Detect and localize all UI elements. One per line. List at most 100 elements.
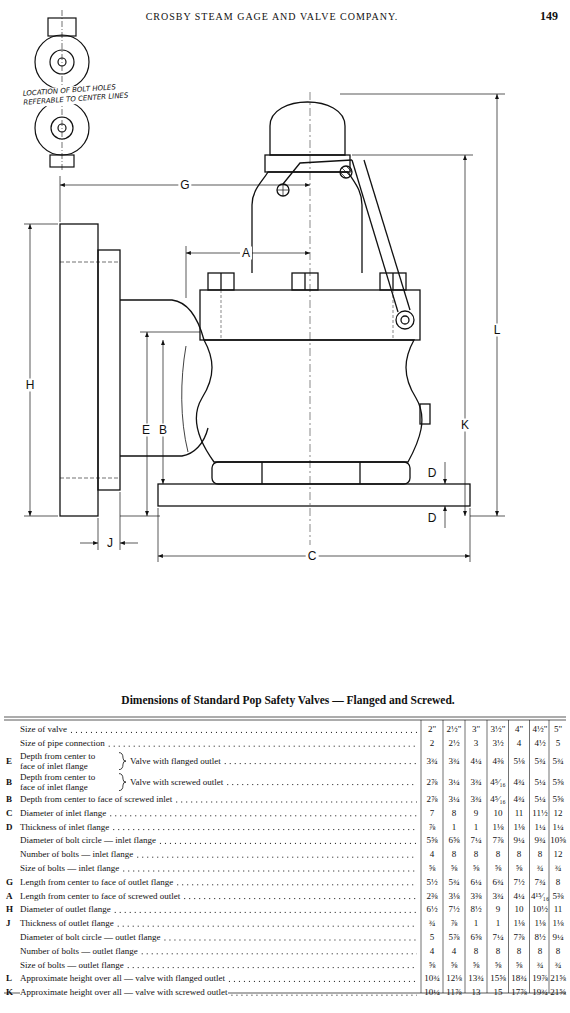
table-row-letter: C — [6, 808, 13, 819]
dot-leader — [137, 857, 417, 858]
table-value: ⅝ — [516, 863, 523, 874]
table-value: 3¾ — [470, 794, 481, 805]
column-rule — [508, 720, 509, 993]
table-value: 3¾ — [492, 891, 503, 902]
table-value: 5¾ — [552, 756, 563, 767]
table-value: 8 — [556, 877, 561, 888]
table-value: ⅝ — [473, 960, 480, 971]
table-value: 10¼ — [424, 987, 440, 998]
table-value: ⅝ — [429, 863, 436, 874]
table-row-letter: B — [6, 794, 12, 805]
table-value: 4½ — [534, 738, 545, 749]
bolt-hole-note: LOCATION OF BOLT HOLES REFERABLE TO CENT… — [22, 82, 133, 108]
dimension-letter: D — [426, 512, 439, 525]
row-description: Depth from center to face of screwed inl… — [20, 794, 173, 805]
dimension-letter: B — [157, 424, 169, 437]
row-description: Approximate height over all — valve with… — [20, 973, 226, 984]
table-value: 18¾ — [511, 973, 527, 984]
table-value: 5 — [556, 738, 561, 749]
table-value: 1⅛ — [513, 918, 524, 929]
dimension-letter: E — [140, 424, 152, 437]
dot-leader — [142, 953, 417, 954]
table-value: 8 — [452, 808, 457, 819]
table-value: ⅞ — [429, 822, 436, 833]
table-value: 17⅞ — [511, 987, 527, 998]
table-value: 5⅝ — [426, 835, 437, 846]
table-value: 4¾ — [513, 777, 524, 788]
table-value: ⅝ — [451, 960, 458, 971]
table-value: 15 — [494, 987, 503, 998]
column-rule — [529, 720, 530, 993]
table-value: 10 — [515, 904, 524, 915]
table-value: 1⅛ — [552, 918, 563, 929]
table-value: 8½ — [534, 932, 545, 943]
brace — [119, 753, 126, 770]
table-value: ⅞ — [451, 918, 458, 929]
row-description: Size of valve — [20, 724, 68, 735]
dot-leader — [123, 871, 417, 872]
table-value: 10 — [494, 808, 503, 819]
table-value: 8 — [538, 849, 543, 860]
table-value: 12 — [554, 849, 563, 860]
table-value: 11 — [554, 904, 563, 915]
table-value: 1 — [474, 822, 479, 833]
table-value: 3½ — [492, 738, 503, 749]
row-subcase: Valve with screwed outlet — [130, 777, 224, 788]
dot-leader — [115, 912, 417, 913]
table-value: 4 — [452, 946, 457, 957]
row-description: Number of bolts — outlet flange — [20, 946, 139, 957]
table-value: ¾ — [429, 918, 436, 929]
table-value: 19⅞ — [532, 973, 548, 984]
dot-leader — [110, 815, 417, 816]
table-value: 2½ — [448, 738, 459, 749]
table-value: 8 — [496, 849, 501, 860]
row-description: Size of bolts — outlet flange — [20, 960, 125, 971]
table-value: 7 — [430, 808, 435, 819]
row-description: Number of bolts — inlet flange — [20, 849, 134, 860]
table-value: 5⅝ — [552, 777, 563, 788]
table-value: 1⅛ — [513, 822, 524, 833]
table-value: 7¼ — [492, 932, 503, 943]
dot-leader — [176, 802, 417, 803]
table-value: 1 — [452, 822, 457, 833]
table-value: 3½" — [491, 724, 506, 735]
table-value: 2⅞ — [426, 794, 437, 805]
dimension-letter: A — [240, 247, 252, 260]
table-value: 11½ — [532, 808, 547, 819]
column-rule — [421, 720, 422, 993]
table-value: 4 — [430, 946, 435, 957]
table-value: ⅝ — [495, 960, 502, 971]
table-value: 5⅝ — [552, 794, 563, 805]
table-title: Dimensions of Standard Pop Safety Valves… — [121, 694, 454, 706]
dimension-letter: J — [105, 537, 115, 550]
dot-leader — [231, 995, 417, 996]
table-value: 2½" — [447, 724, 462, 735]
table-value: 13 — [472, 987, 481, 998]
dot-leader — [184, 898, 417, 899]
table-value: ¾ — [537, 863, 544, 874]
table-value: 1¼ — [552, 822, 563, 833]
table-row-letter: G — [6, 877, 13, 888]
table-rules — [4, 717, 566, 993]
table-value: 4" — [515, 724, 523, 735]
table-row-letter: A — [6, 891, 13, 902]
table-value: 12 — [554, 808, 563, 819]
column-rule — [549, 720, 550, 993]
table-value: 2 — [430, 738, 435, 749]
table-value: 11⅞ — [446, 987, 461, 998]
table-value: 5⅛ — [513, 756, 524, 767]
table-value: 5 — [430, 932, 435, 943]
table-value: 2⅜ — [426, 891, 437, 902]
dot-leader — [164, 940, 417, 941]
dot-leader — [118, 926, 417, 927]
table-value: 4½" — [533, 724, 548, 735]
table-value: 9¾ — [534, 835, 545, 846]
row-description: Approximate height over all — valve with… — [20, 987, 228, 998]
table-value: 2" — [428, 724, 436, 735]
table-value: 3⅜ — [470, 891, 481, 902]
column-rule — [443, 720, 444, 993]
table-value: 3 — [474, 738, 479, 749]
row-description: Diameter of bolt circle — inlet flange — [20, 835, 157, 846]
row-description: Thickness of inlet flange — [20, 822, 110, 833]
table-value: ⅝ — [516, 960, 523, 971]
